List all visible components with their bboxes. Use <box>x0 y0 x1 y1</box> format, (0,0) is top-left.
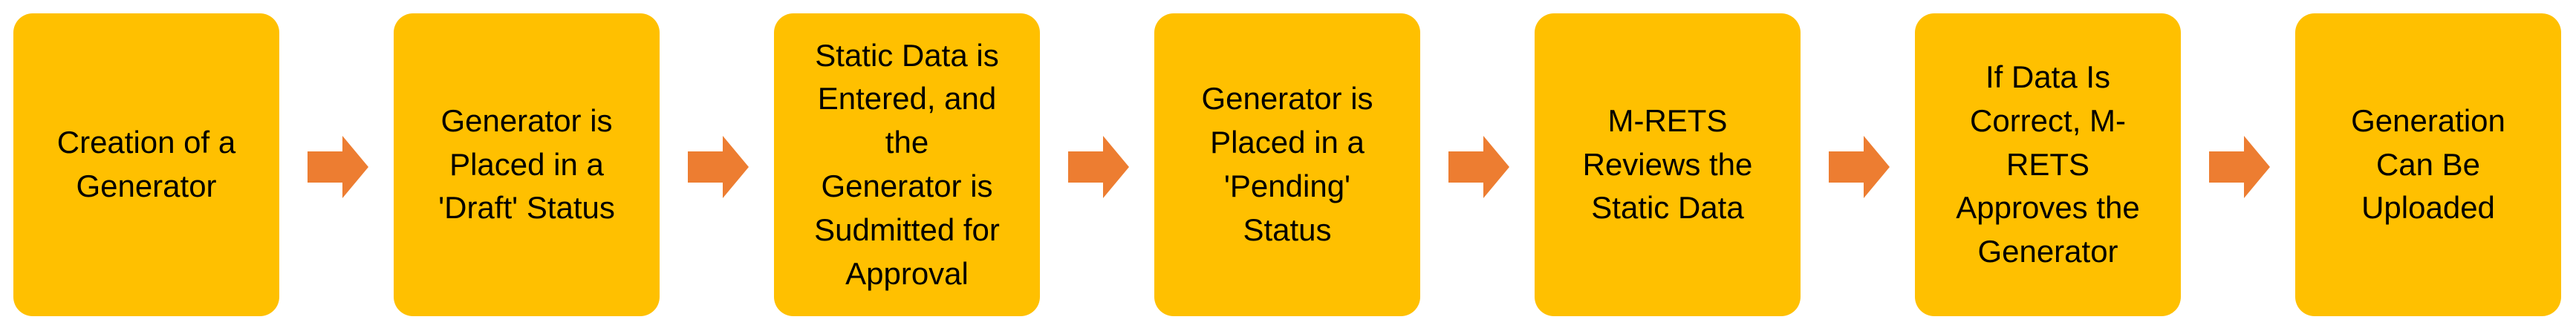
step-label: Generation Can Be Uploaded <box>2351 102 2505 226</box>
step-label: Static Data is Entered, and the Generato… <box>814 37 1000 291</box>
step-box-draft-status: Generator is Placed in a 'Draft' Status <box>394 13 660 316</box>
step-box-pending-status: Generator is Placed in a 'Pending' Statu… <box>1154 13 1420 316</box>
step-label: If Data Is Correct, M- RETS Approves the… <box>1956 59 2140 269</box>
step-box-generation-upload: Generation Can Be Uploaded <box>2295 13 2561 316</box>
right-arrow-icon <box>688 136 749 198</box>
right-arrow-icon <box>2209 136 2270 198</box>
step-box-data-submitted: Static Data is Entered, and the Generato… <box>774 13 1040 316</box>
step-box-creation: Creation of a Generator <box>13 13 279 316</box>
step-box-mrets-review: M-RETS Reviews the Static Data <box>1535 13 1801 316</box>
step-label: Generator is Placed in a 'Pending' Statu… <box>1201 81 1373 247</box>
step-box-approval: If Data Is Correct, M- RETS Approves the… <box>1915 13 2181 316</box>
right-arrow-icon <box>308 136 368 198</box>
step-label: Generator is Placed in a 'Draft' Status <box>438 102 615 226</box>
step-label: M-RETS Reviews the Static Data <box>1582 102 1753 226</box>
right-arrow-icon <box>1068 136 1129 198</box>
right-arrow-icon <box>1448 136 1509 198</box>
right-arrow-icon <box>1829 136 1890 198</box>
step-label: Creation of a Generator <box>56 125 236 203</box>
